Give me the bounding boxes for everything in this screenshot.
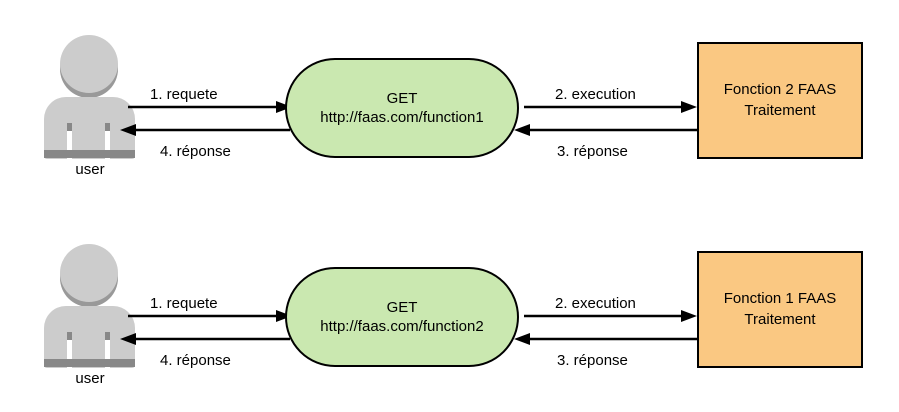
faas-subtitle-top: Traitement bbox=[744, 101, 816, 119]
actor-body-icon bbox=[44, 97, 135, 159]
arrow-label-request-top: 1. requete bbox=[150, 86, 218, 103]
actor-leg-mark-right bbox=[105, 123, 110, 131]
actor-foot-bar bbox=[44, 150, 135, 158]
arrow-label-request-bottom: 1. requete bbox=[150, 295, 218, 312]
arrow-label-user-response-bottom: 4. réponse bbox=[160, 352, 231, 369]
actor-label-bottom: user bbox=[75, 370, 105, 387]
actor-leg-mark-left bbox=[67, 123, 72, 131]
arrow-label-user-response-top: 4. réponse bbox=[160, 143, 231, 160]
arrow-label-execution-bottom: 2. execution bbox=[555, 295, 636, 312]
actor-leg-mark-left bbox=[67, 332, 72, 340]
actor-label-top: user bbox=[75, 161, 105, 178]
arrow-user-to-process-top bbox=[128, 101, 293, 113]
faas-title-bottom: Fonction 1 FAAS bbox=[723, 290, 837, 308]
actor-leg-mark-right bbox=[105, 332, 110, 340]
sequence-row-bottom: user 1. requete 4. réponse GET http://fa… bbox=[0, 222, 899, 407]
process-url-top: http://faas.com/function1 bbox=[320, 109, 484, 126]
arrow-faas-to-process-top bbox=[514, 124, 699, 136]
actor-leg-gap-right bbox=[105, 125, 110, 159]
arrow-label-execution-top: 2. execution bbox=[555, 86, 636, 103]
faas-node-bottom[interactable]: Fonction 1 FAAS Traitement bbox=[697, 251, 863, 368]
arrow-process-to-faas-top bbox=[524, 101, 698, 113]
arrow-process-to-user-bottom bbox=[120, 333, 290, 345]
arrow-faas-to-process-bottom bbox=[514, 333, 699, 345]
arrow-label-faas-response-bottom: 3. réponse bbox=[557, 352, 628, 369]
actor-foot-bar bbox=[44, 359, 135, 367]
faas-subtitle-bottom: Traitement bbox=[744, 310, 816, 328]
arrow-user-to-process-bottom bbox=[128, 310, 293, 322]
arrow-process-to-user-top bbox=[120, 124, 290, 136]
actor-body-icon bbox=[44, 306, 135, 368]
arrow-label-faas-response-top: 3. réponse bbox=[557, 143, 628, 160]
actor-user-bottom[interactable]: user bbox=[40, 244, 140, 399]
actor-leg-gap-left bbox=[67, 125, 72, 159]
faas-node-top[interactable]: Fonction 2 FAAS Traitement bbox=[697, 42, 863, 159]
process-url-bottom: http://faas.com/function2 bbox=[320, 318, 484, 335]
actor-leg-gap-right bbox=[105, 334, 110, 368]
actor-head-icon bbox=[40, 244, 140, 310]
actor-user-top[interactable]: user bbox=[40, 35, 140, 190]
sequence-row-top: user 1. requete 4. réponse GET http://fa… bbox=[0, 13, 899, 198]
actor-leg-gap-left bbox=[67, 334, 72, 368]
process-node-bottom[interactable]: GET http://faas.com/function2 bbox=[285, 267, 519, 367]
process-method-top: GET bbox=[386, 89, 418, 107]
faas-title-top: Fonction 2 FAAS bbox=[723, 81, 837, 99]
process-node-top[interactable]: GET http://faas.com/function1 bbox=[285, 58, 519, 158]
process-method-bottom: GET bbox=[386, 298, 418, 316]
arrow-process-to-faas-bottom bbox=[524, 310, 698, 322]
actor-head-icon bbox=[40, 35, 140, 101]
